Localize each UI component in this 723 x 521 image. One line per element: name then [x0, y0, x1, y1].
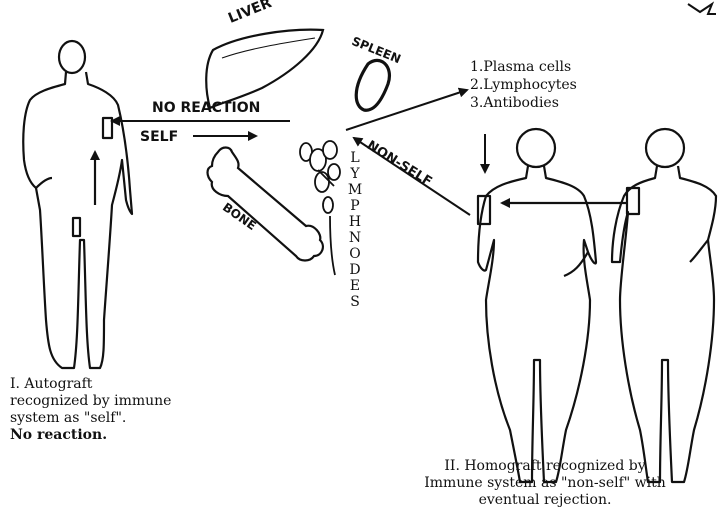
immune-response-list: 1.Plasma cells 2.Lymphocytes 3.Antibodie… — [470, 58, 577, 112]
caption-line: No reaction. — [10, 427, 171, 444]
lymph-letter: S — [346, 294, 364, 310]
liver-illustration — [206, 30, 323, 108]
recipient-figure — [478, 129, 596, 482]
caption-line: recognized by immune — [10, 393, 171, 410]
lymph-letter: N — [346, 230, 364, 246]
no-reaction-label: NO REACTION — [152, 100, 260, 116]
caption-line: eventual rejection. — [372, 492, 718, 509]
corner-mark — [688, 4, 716, 14]
lymph-letter: Y — [346, 166, 364, 182]
caption-line: system as "self". — [10, 410, 171, 427]
lymph-letter: H — [346, 214, 364, 230]
response-item: 1.Plasma cells — [470, 58, 577, 76]
lymph-letter: L — [346, 150, 364, 166]
response-item: 2.Lymphocytes — [470, 76, 577, 94]
caption-line: II. Homograft recognized by — [372, 458, 718, 475]
autograft-caption: I. Autograft recognized by immune system… — [10, 376, 171, 444]
homograft-caption: II. Homograft recognized by Immune syste… — [372, 458, 718, 509]
self-label: SELF — [140, 129, 178, 145]
spleen-illustration — [356, 60, 389, 110]
lymph-letter: D — [346, 262, 364, 278]
lymph-letter: E — [346, 278, 364, 294]
lymph-letter: O — [346, 246, 364, 262]
lymph-letter: P — [346, 198, 364, 214]
lymph-letter: M — [346, 182, 364, 198]
caption-line: I. Autograft — [10, 376, 171, 393]
lymph-nodes-label: L Y M P H N O D E S — [346, 150, 364, 310]
donor-figure — [612, 129, 716, 482]
autograft-figure — [23, 41, 132, 368]
caption-line: Immune system as "non-self" with — [372, 475, 718, 492]
response-item: 3.Antibodies — [470, 94, 577, 112]
